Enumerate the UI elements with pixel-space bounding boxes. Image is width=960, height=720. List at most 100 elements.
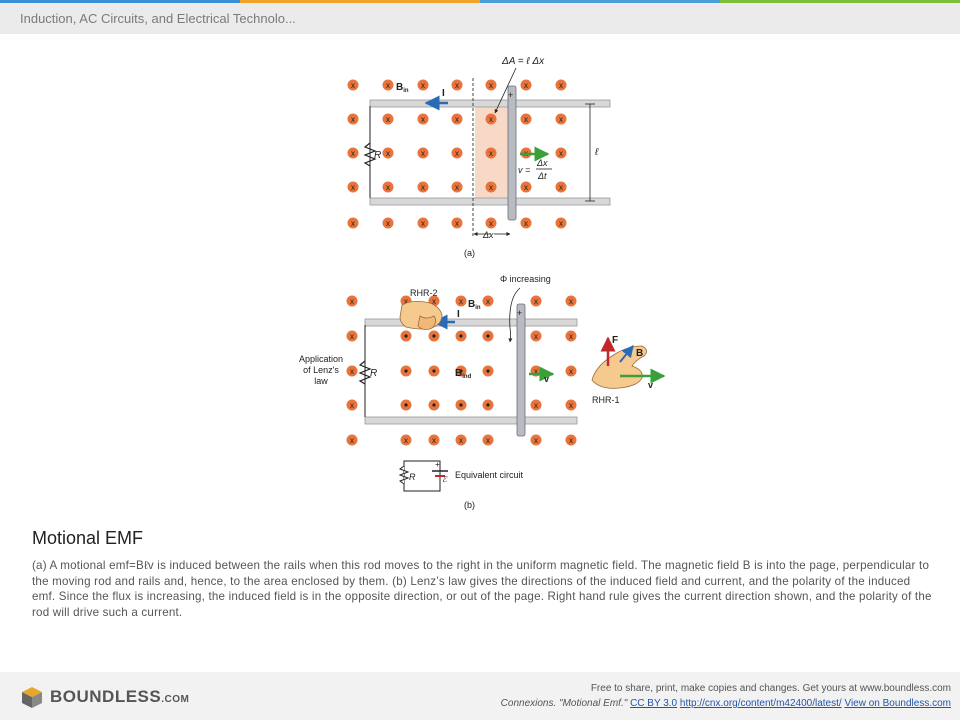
field-markers-a: xxxxxxxxxxxxxxxxxxxxxxxxxxxxxxxxxxx: [347, 79, 567, 229]
field-into-page-marker-a: [485, 217, 497, 229]
field-into-page-marker-a-glyph: x: [524, 81, 528, 90]
logo-main-text: BOUNDLESS: [50, 687, 162, 706]
caption-title: Motional EMF: [32, 528, 144, 548]
share-text: Free to share, print, make copies and ch…: [590, 683, 951, 694]
field-out-of-page-marker-b-center: [459, 403, 463, 407]
field-into-page-marker-a: [555, 113, 567, 125]
field-into-page-marker-a: [485, 147, 497, 159]
phi-pointer: [508, 287, 521, 343]
field-into-page-marker-a-glyph: x: [455, 183, 459, 192]
equivalent-resistor-label: R: [409, 472, 416, 482]
field-into-page-marker-a-glyph: x: [386, 115, 390, 124]
field-into-page-marker-b-glyph: x: [350, 436, 354, 445]
field-into-page-marker-b: [565, 399, 577, 411]
field-into-page-marker-b-glyph: x: [459, 297, 463, 306]
panel-b-label: (b): [464, 500, 475, 510]
field-into-page-marker-b-glyph: x: [569, 297, 573, 306]
attribution-block: Free to share, print, make copies and ch…: [501, 681, 951, 711]
field-into-page-marker-a: [451, 181, 463, 193]
b-in-sub-a: in: [403, 88, 409, 94]
top-accent-bar: [0, 0, 960, 3]
field-into-page-marker-a-glyph: x: [489, 219, 493, 228]
field-into-page-marker-a-glyph: x: [386, 81, 390, 90]
field-into-page-marker-b-glyph: x: [534, 401, 538, 410]
field-into-page-marker-a: [417, 147, 429, 159]
field-into-page-marker-b-glyph: x: [569, 332, 573, 341]
field-into-page-marker-a: [555, 79, 567, 91]
field-into-page-marker-b-glyph: x: [404, 436, 408, 445]
field-into-page-marker-a-glyph: x: [489, 81, 493, 90]
boundless-logo[interactable]: BOUNDLESS.COM: [20, 685, 189, 709]
panel-a-diagram: xxxxxxxxxxxxxxxxxxxxxxxxxxxxxxxxxxx + I …: [347, 56, 611, 258]
field-into-page-marker-a: [520, 217, 532, 229]
field-into-page-marker-a-glyph: x: [559, 149, 563, 158]
field-into-page-marker-a-glyph: x: [351, 149, 355, 158]
license-link[interactable]: CC BY 3.0: [630, 698, 678, 709]
field-out-of-page-marker-b-center: [404, 403, 408, 407]
delta-a-pointer: [494, 67, 517, 114]
field-out-of-page-marker-b-center: [404, 334, 408, 338]
lenz-label-line-2: of Lenz's: [303, 365, 339, 375]
field-into-page-marker-a-glyph: x: [351, 219, 355, 228]
field-into-page-marker-a-glyph: x: [489, 115, 493, 124]
field-into-page-marker-a-glyph: x: [351, 81, 355, 90]
view-on-boundless-link[interactable]: View on Boundless.com: [844, 698, 951, 709]
b-ind-label: Bind: [455, 368, 472, 380]
velocity-label-a: v =: [518, 165, 530, 175]
field-into-page-marker-b: [565, 330, 577, 342]
velocity-label-b: v: [544, 374, 549, 384]
field-into-page-marker-b: [428, 434, 440, 446]
logo-text: BOUNDLESS.COM: [50, 687, 189, 707]
field-into-page-marker-a-glyph: x: [489, 149, 493, 158]
cube-right-face: [32, 692, 42, 708]
field-into-page-marker-b-glyph: x: [432, 297, 436, 306]
field-into-page-marker-b-glyph: x: [569, 436, 573, 445]
chapter-title: Induction, AC Circuits, and Electrical T…: [20, 11, 296, 26]
boundless-cube-icon: [22, 687, 42, 708]
field-out-of-page-marker-b-center: [486, 369, 490, 373]
field-into-page-marker-b: [482, 295, 494, 307]
field-out-of-page-marker-b-center: [432, 369, 436, 373]
field-out-of-page-marker-b-center: [486, 334, 490, 338]
field-into-page-marker-a: [347, 217, 359, 229]
field-into-page-marker-a-glyph: x: [559, 81, 563, 90]
field-into-page-marker-a-glyph: x: [559, 219, 563, 228]
field-into-page-marker-a: [451, 79, 463, 91]
field-into-page-marker-b: [346, 399, 358, 411]
cube-left-face: [22, 692, 32, 708]
motional-emf-figure: xxxxxxxxxxxxxxxxxxxxxxxxxxxxxxxxxxx + I …: [299, 56, 666, 510]
source-link[interactable]: http://cnx.org/content/m42400/latest/: [679, 698, 842, 709]
field-into-page-marker-a-glyph: x: [421, 183, 425, 192]
field-into-page-marker-a-glyph: x: [524, 183, 528, 192]
citation-lead: Connexions. "Motional Emf.": [500, 698, 628, 709]
bottom-rail-a: [369, 197, 611, 206]
field-out-of-page-marker-b-center: [459, 369, 463, 373]
field-into-page-marker-b-glyph: x: [534, 436, 538, 445]
field-into-page-marker-a: [451, 147, 463, 159]
moving-rod-a: [507, 85, 517, 221]
field-into-page-marker-b-glyph: x: [486, 436, 490, 445]
top-rail-a: [369, 99, 611, 108]
panel-a-label: (a): [464, 248, 475, 258]
field-into-page-marker-b: [400, 434, 412, 446]
field-into-page-marker-b-glyph: x: [534, 332, 538, 341]
field-into-page-marker-a: [555, 181, 567, 193]
field-into-page-marker-a-glyph: x: [524, 115, 528, 124]
field-into-page-marker-a-glyph: x: [386, 219, 390, 228]
field-into-page-marker-a: [520, 113, 532, 125]
current-label-a: I: [442, 88, 445, 99]
field-into-page-marker-b: [346, 365, 358, 377]
field-into-page-marker-a-glyph: x: [421, 81, 425, 90]
delta-a-label: ΔA = ℓ Δx: [501, 56, 545, 67]
field-into-page-marker-a: [485, 79, 497, 91]
phi-increasing-label: Φ increasing: [500, 274, 551, 284]
field-into-page-marker-a: [347, 147, 359, 159]
b-in-main-a: B: [396, 82, 403, 93]
field-into-page-marker-a-glyph: x: [455, 219, 459, 228]
field-into-page-marker-b-glyph: x: [350, 332, 354, 341]
length-label-a: ℓ: [594, 147, 599, 158]
field-into-page-marker-a: [417, 181, 429, 193]
field-into-page-marker-b: [346, 434, 358, 446]
field-into-page-marker-b: [530, 434, 542, 446]
resistor-label-a: R: [374, 150, 381, 161]
